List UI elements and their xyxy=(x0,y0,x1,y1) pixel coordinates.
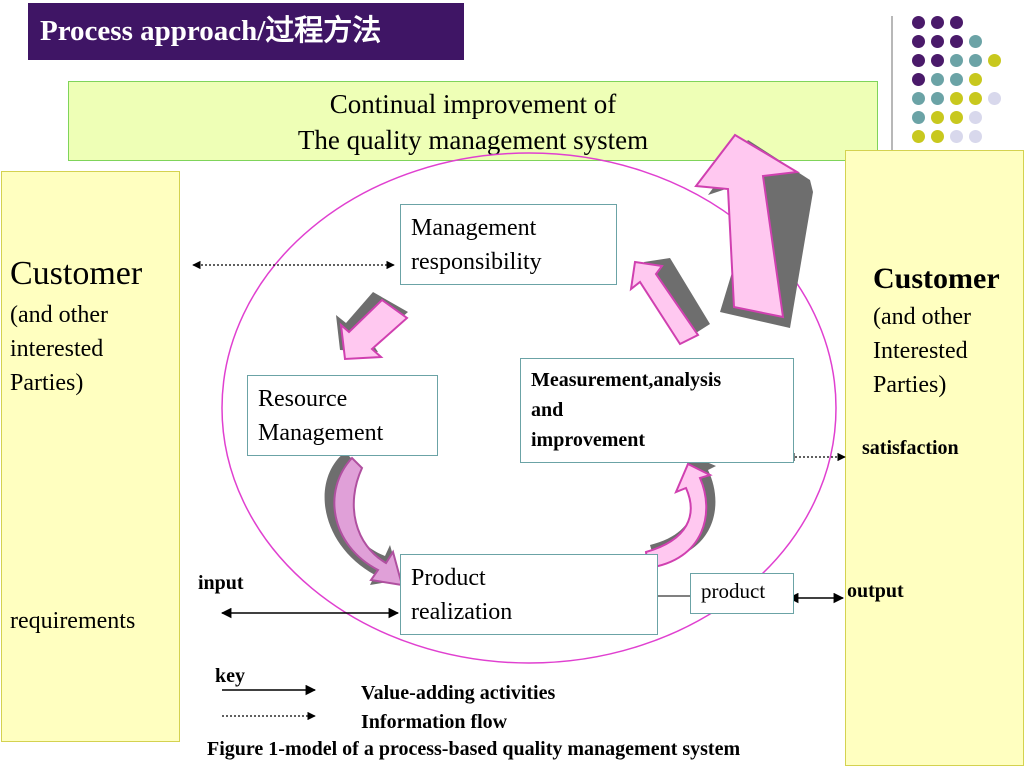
key-value-adding-text: Value-adding activities xyxy=(361,682,556,704)
product-output-box: product xyxy=(690,573,794,614)
left-customer-panel xyxy=(1,171,180,742)
management-responsibility-box: Management responsibility xyxy=(400,204,617,285)
key-information-text: Information flow xyxy=(361,711,508,733)
improvement-big-arrow-body xyxy=(694,133,801,319)
left-customer-sub-1: (and other xyxy=(10,302,108,328)
left-customer-requirements: requirements xyxy=(10,608,136,634)
improvement-line-2: The quality management system xyxy=(297,125,649,155)
product-line-1: Product xyxy=(411,565,486,591)
slide-title: Process approach/过程方法 xyxy=(28,3,464,60)
improvement-line-1: Continual improvement of xyxy=(329,89,617,119)
arrow-measurement-to-management-shadow xyxy=(644,258,710,338)
satisfaction-label: satisfaction xyxy=(862,437,959,459)
arrow-measurement-to-management xyxy=(629,260,700,346)
management-line-2: responsibility xyxy=(411,249,542,275)
arrow-resource-to-product xyxy=(333,456,404,587)
left-customer-sub-2: interested xyxy=(10,336,104,362)
right-customer-sub-3: Parties) xyxy=(873,372,947,398)
measurement-line-3: improvement xyxy=(531,429,646,451)
resource-line-1: Resource xyxy=(258,386,348,412)
management-line-1: Management xyxy=(411,215,537,241)
figure-caption: Figure 1-model of a process-based qualit… xyxy=(207,738,741,760)
left-customer-sub-3: Parties) xyxy=(10,370,84,396)
measurement-line-1: Measurement,analysis xyxy=(531,369,722,391)
arrow-product-to-measurement xyxy=(644,462,713,570)
left-customer-title: Customer xyxy=(10,255,143,292)
decorative-vertical-line xyxy=(891,16,893,150)
product-realization-box: Product realization xyxy=(400,554,658,635)
product-output-label: product xyxy=(701,579,766,603)
resource-line-2: Management xyxy=(258,420,384,446)
right-customer-sub-1: (and other xyxy=(873,304,971,330)
arrow-management-to-resource xyxy=(339,298,409,361)
right-customer-sub-2: Interested xyxy=(873,338,968,364)
measurement-line-2: and xyxy=(531,399,564,421)
right-customer-title: Customer xyxy=(873,262,1000,295)
key-label: key xyxy=(215,665,245,687)
measurement-analysis-box: Measurement,analysis and improvement xyxy=(520,358,794,463)
product-line-2: realization xyxy=(411,599,513,625)
process-loop-ellipse xyxy=(221,152,837,664)
resource-management-box: Resource Management xyxy=(247,375,438,456)
output-label: output xyxy=(847,580,904,602)
right-customer-panel xyxy=(845,150,1024,766)
input-label: input xyxy=(198,572,244,594)
